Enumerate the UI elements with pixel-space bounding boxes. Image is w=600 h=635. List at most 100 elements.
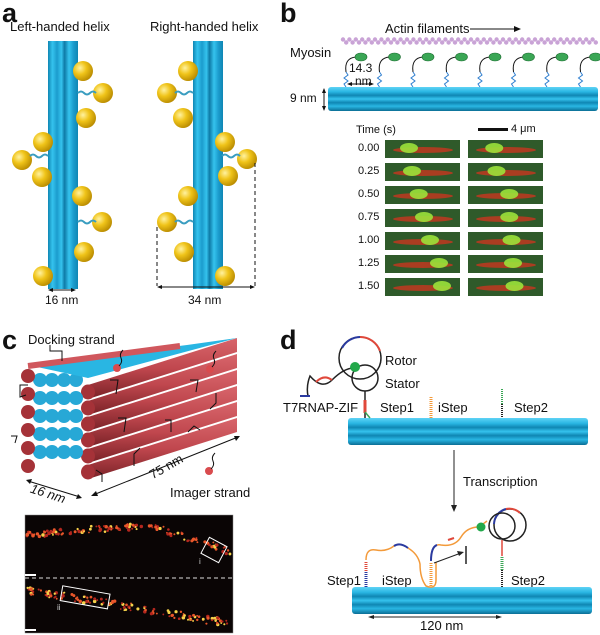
localization-point: [213, 616, 216, 620]
width-dimension-arrow: [27, 480, 81, 498]
height-label: 9 nm: [290, 91, 317, 105]
red-rod-end: [21, 405, 35, 419]
actin-bead: [494, 37, 499, 42]
blue-rod-end: [45, 445, 59, 459]
zif-protein-bottom: [476, 522, 486, 532]
localization-point: [49, 594, 53, 598]
fluorescence-frame: [385, 278, 460, 296]
localization-point: [46, 595, 49, 598]
actin-bead: [513, 37, 518, 42]
actin-bead: [500, 37, 506, 42]
localization-point: [220, 622, 223, 624]
actin-bead: [484, 40, 490, 45]
fluorescence-frame: [385, 232, 460, 250]
red-rod-end: [81, 448, 95, 464]
red-rod-end: [21, 387, 35, 401]
origami-signal: [430, 258, 448, 268]
red-rod: [88, 354, 237, 415]
blue-rod-end: [69, 391, 83, 405]
scale-bar: [478, 128, 508, 131]
actin-bead: [468, 37, 474, 42]
myosin-tail: [443, 71, 450, 88]
actin-bead: [372, 37, 378, 42]
actin-bead: [376, 40, 381, 45]
red-rod: [88, 418, 237, 479]
actin-bead: [369, 40, 374, 45]
localization-point: [73, 600, 77, 603]
blue-rod-end: [45, 373, 59, 387]
actin-bead: [593, 40, 598, 45]
localization-point: [134, 524, 137, 527]
istep-label-top: iStep: [438, 400, 468, 415]
localization-point: [167, 528, 170, 531]
localization-point: [187, 618, 189, 621]
actin-bead: [379, 37, 384, 42]
actin-bead: [395, 40, 400, 45]
localization-point: [52, 533, 54, 536]
blue-rod-end: [69, 427, 83, 441]
actin-bead: [436, 37, 442, 42]
red-rod-end: [81, 400, 95, 416]
myosin-head: [388, 52, 401, 62]
localization-point: [206, 616, 210, 620]
localization-point: [144, 608, 147, 612]
gold-nanoparticle: [72, 186, 92, 206]
localization-point: [173, 616, 176, 619]
actin-bead: [590, 37, 595, 42]
red-rod: [88, 370, 237, 431]
actin-bead: [584, 37, 589, 42]
actin-bead: [465, 40, 470, 45]
panel-label-d: d: [280, 325, 297, 355]
localization-point: [225, 619, 228, 622]
blue-rod-end: [69, 373, 83, 387]
localization-point: [92, 599, 97, 604]
blue-rod-end: [69, 409, 83, 423]
time-header: Time (s): [356, 124, 396, 136]
time-label: 0.00: [358, 142, 380, 154]
localization-point: [29, 587, 33, 592]
gold-nanoparticle: [32, 167, 52, 187]
actin-bead: [545, 37, 550, 42]
step2-label-top: Step2: [514, 400, 548, 415]
left-dimension-label: 16 nm: [45, 293, 79, 307]
actin-bead: [564, 37, 570, 42]
localization-point: [89, 595, 93, 599]
left-linker-strands: [29, 90, 97, 225]
actin-bead: [344, 40, 349, 45]
localization-point: [155, 612, 158, 615]
localization-point: [82, 595, 86, 599]
localization-point: [131, 523, 135, 527]
time-label: 1.50: [358, 280, 380, 292]
actin-bead: [481, 37, 486, 42]
origami-signal: [415, 212, 433, 222]
localization-point: [190, 618, 193, 621]
localization-point: [208, 543, 211, 547]
localization-point: [77, 529, 81, 534]
stator-label: Stator: [385, 376, 420, 391]
docking-strand-label: Docking strand: [28, 332, 115, 347]
localization-point: [55, 597, 58, 600]
actin-bead: [478, 40, 483, 45]
actin-bead: [440, 40, 445, 45]
localization-point: [162, 525, 165, 528]
localization-point: [43, 530, 46, 534]
localization-point: [68, 531, 72, 536]
localization-point: [155, 527, 159, 531]
panel-label-a: a: [2, 0, 18, 28]
localization-point: [76, 527, 79, 531]
localization-point: [196, 618, 199, 622]
localization-point: [173, 533, 176, 536]
origami-rod-bundle: [21, 338, 237, 480]
blue-rod-end: [33, 409, 47, 423]
localization-point: [224, 552, 228, 556]
t7rnap-label: T7RNAP-ZIF: [283, 400, 359, 415]
localization-point: [73, 530, 77, 534]
localization-point: [107, 526, 112, 530]
gold-nanoparticle: [74, 242, 94, 262]
red-rod-end: [21, 423, 35, 437]
blue-rod-end: [45, 391, 59, 405]
blue-rod-end: [57, 445, 71, 459]
localization-point: [26, 586, 29, 590]
localization-point: [134, 526, 137, 528]
myosin-tail: [544, 71, 550, 88]
